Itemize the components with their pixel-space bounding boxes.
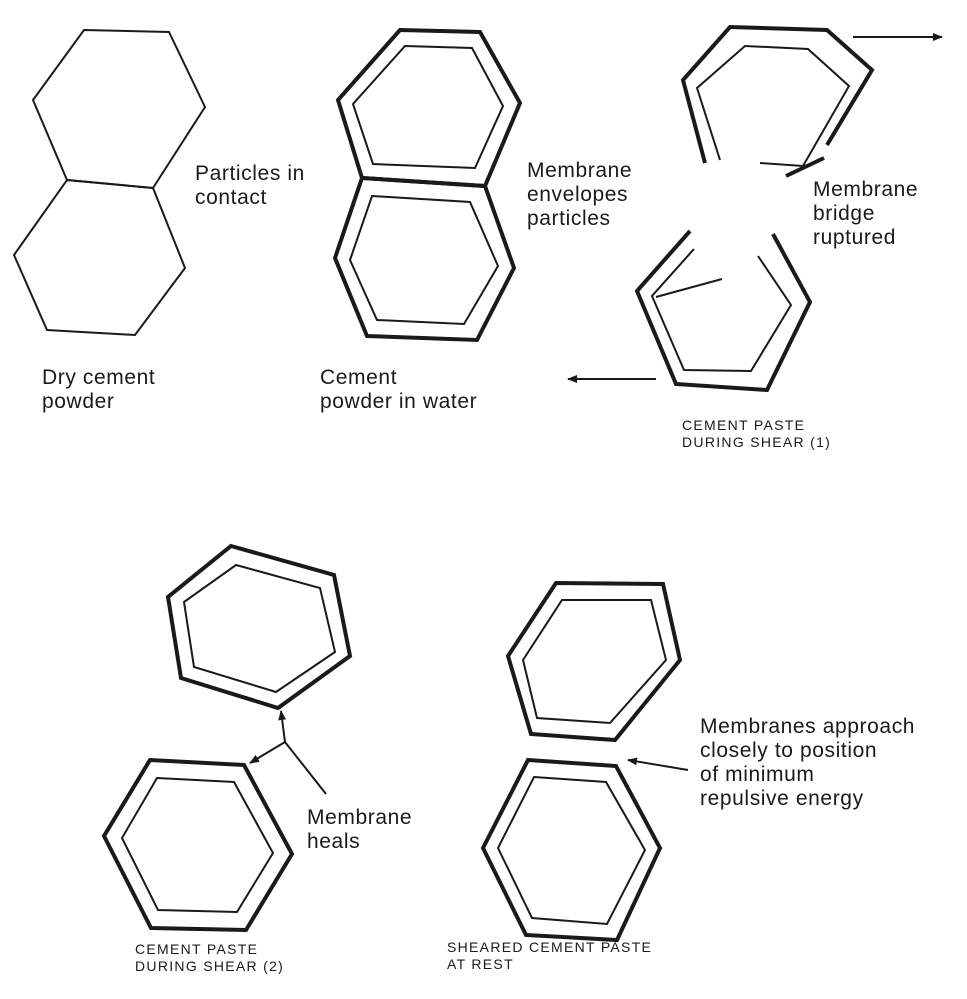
ruptured-particle-upper xyxy=(680,24,875,178)
enveloped-particles xyxy=(332,27,523,343)
resting-particle-lower xyxy=(480,757,663,943)
arrow-heals-upper xyxy=(278,710,287,743)
label-paste-during-shear-2: CEMENT PASTE DURING SHEAR (2) xyxy=(135,941,285,974)
dry-cement-particles xyxy=(12,28,207,337)
enveloped-particle-lower xyxy=(332,175,517,343)
label-membrane-envelopes: Membrane envelopes particles xyxy=(527,159,633,230)
healing-particles xyxy=(101,543,353,933)
dry-particle-lower xyxy=(12,178,187,337)
label-cement-in-water: Cement powder in water xyxy=(320,366,478,413)
resting-particles xyxy=(480,580,683,943)
label-membranes-approach: Membranes approach closely to position o… xyxy=(700,715,916,810)
label-dry-cement-powder: Dry cement powder xyxy=(42,366,156,413)
healing-particle-upper xyxy=(165,543,353,711)
flow-arrows xyxy=(249,33,943,795)
healing-particle-lower xyxy=(101,757,295,933)
heals-leader-line xyxy=(284,741,327,795)
label-sheared-paste-at-rest: SHEARED CEMENT PASTE AT REST xyxy=(447,939,653,972)
arrow-membranes-approach xyxy=(627,757,689,771)
dry-particle-upper xyxy=(31,28,207,190)
resting-particle-upper xyxy=(505,580,683,743)
label-particles-in-contact: Particles in contact xyxy=(195,162,305,209)
arrow-heals-lower xyxy=(249,741,286,764)
label-paste-during-shear-1: CEMENT PASTE DURING SHEAR (1) xyxy=(682,417,832,450)
label-membrane-heals: Membrane heals xyxy=(307,806,413,853)
label-membrane-bridge-ruptured: Membrane bridge ruptured xyxy=(813,178,919,249)
ruptured-particles xyxy=(634,24,875,393)
enveloped-particle-upper xyxy=(335,27,523,189)
ruptured-particle-lower xyxy=(634,229,813,393)
